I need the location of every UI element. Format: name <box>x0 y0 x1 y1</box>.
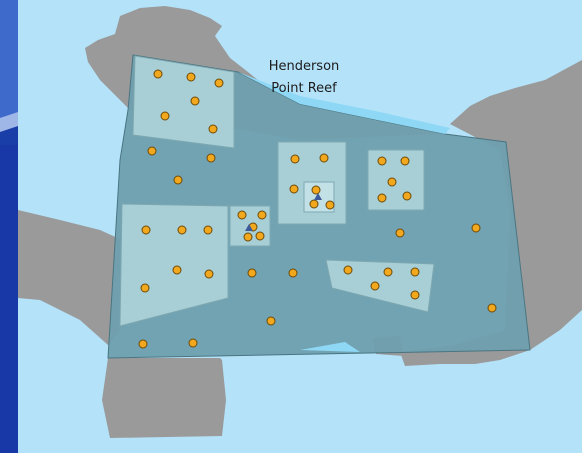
sample-point-icon[interactable] <box>160 111 170 121</box>
sample-point-icon[interactable] <box>208 124 218 134</box>
sample-point-icon[interactable] <box>255 231 265 241</box>
sample-point-icon[interactable] <box>204 269 214 279</box>
place-label-line2: Point Reef <box>271 81 337 96</box>
sample-point-icon[interactable] <box>188 338 198 348</box>
sample-point-icon[interactable] <box>243 232 253 242</box>
sample-points <box>138 69 497 349</box>
shallow-water-strip <box>238 72 450 134</box>
sample-point-icon[interactable] <box>377 193 387 203</box>
place-label-line1: Henderson <box>269 59 340 74</box>
sample-point-icon[interactable] <box>319 153 329 163</box>
plot-west[interactable] <box>119 203 229 327</box>
sample-point-icon[interactable] <box>177 225 187 235</box>
sample-point-icon[interactable] <box>186 72 196 82</box>
sample-point-icon[interactable] <box>400 156 410 166</box>
sample-point-icon[interactable] <box>289 184 299 194</box>
plot-south-east[interactable] <box>325 259 435 313</box>
survey-markers <box>245 193 322 231</box>
sample-point-icon[interactable] <box>471 223 481 233</box>
sample-point-icon[interactable] <box>140 283 150 293</box>
sample-point-icon[interactable] <box>147 146 157 156</box>
sample-point-icon[interactable] <box>309 199 319 209</box>
sample-point-icon[interactable] <box>203 225 213 235</box>
sample-point-icon[interactable] <box>206 153 216 163</box>
sample-point-icon[interactable] <box>138 339 148 349</box>
sample-point-icon[interactable] <box>487 303 497 313</box>
sample-point-icon[interactable] <box>402 191 412 201</box>
sample-point-icon[interactable] <box>173 175 183 185</box>
sample-point-icon[interactable] <box>190 96 200 106</box>
sample-point-icon[interactable] <box>141 225 151 235</box>
sample-point-icon[interactable] <box>395 228 405 238</box>
sample-point-icon[interactable] <box>387 177 397 187</box>
sample-point-icon[interactable] <box>266 316 276 326</box>
sample-point-icon[interactable] <box>214 78 224 88</box>
survey-marker-icon[interactable] <box>314 193 322 200</box>
sample-point-icon[interactable] <box>290 154 300 164</box>
sample-point-icon[interactable] <box>311 185 321 195</box>
sample-point-icon[interactable] <box>153 69 163 79</box>
side-panel <box>0 0 18 453</box>
sample-point-icon[interactable] <box>288 268 298 278</box>
sample-point-icon[interactable] <box>247 268 257 278</box>
shallow-water-strip-south <box>300 342 360 352</box>
plot-north-west[interactable] <box>132 55 235 149</box>
sample-point-icon[interactable] <box>410 290 420 300</box>
sample-point-icon[interactable] <box>325 200 335 210</box>
sample-point-icon[interactable] <box>172 265 182 275</box>
sample-point-icon[interactable] <box>383 267 393 277</box>
survey-marker-icon[interactable] <box>245 224 253 231</box>
sample-point-icon[interactable] <box>370 281 380 291</box>
sample-point-icon[interactable] <box>377 156 387 166</box>
sample-point-icon[interactable] <box>343 265 353 275</box>
sample-point-icon[interactable] <box>257 210 267 220</box>
sample-point-icon[interactable] <box>410 267 420 277</box>
sample-point-icon[interactable] <box>237 210 247 220</box>
